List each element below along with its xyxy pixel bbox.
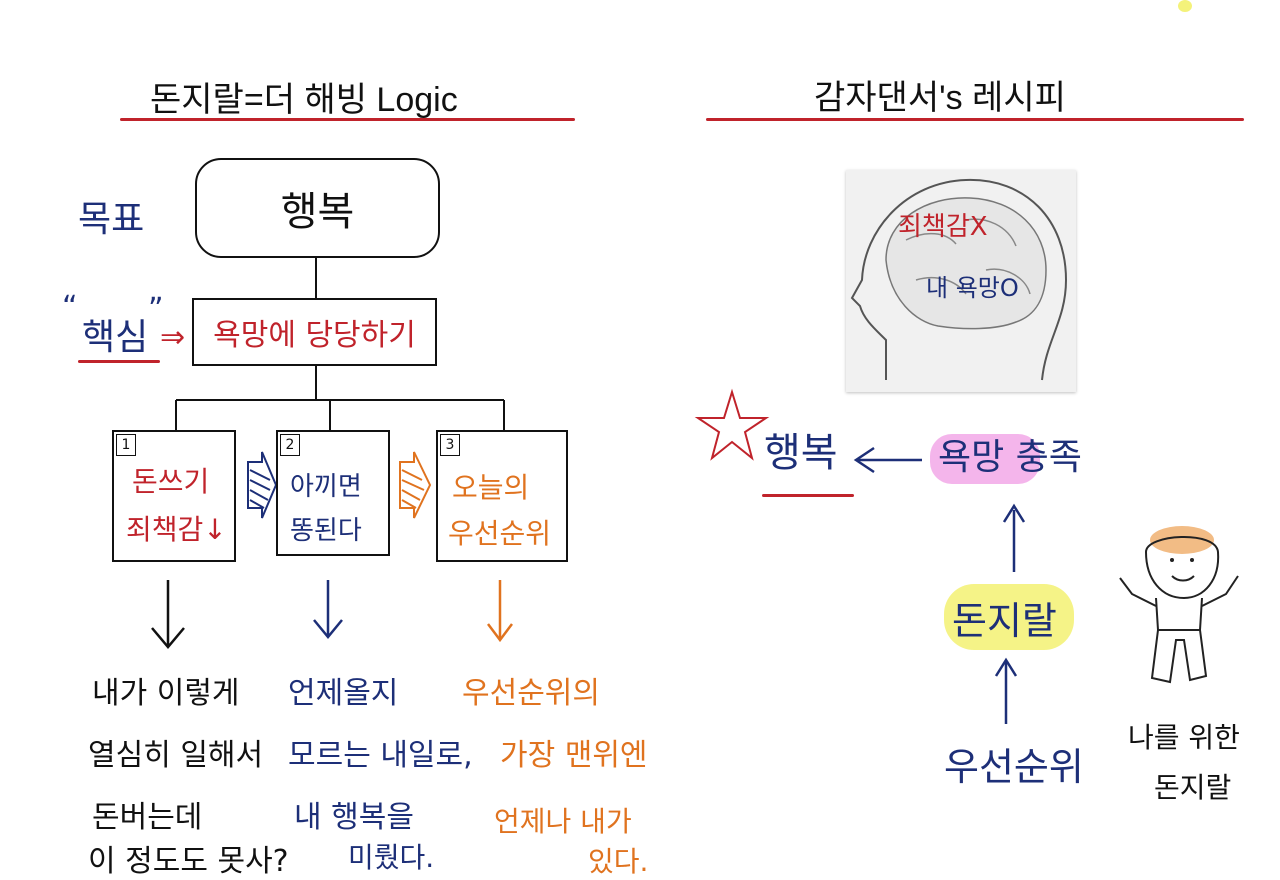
up-arrow-2 (996, 660, 1016, 724)
left-arrow (856, 448, 922, 472)
happy-underline (762, 494, 854, 497)
figure-caption-line1: 나를 위한 (1128, 716, 1240, 756)
priority-text: 우선순위 (944, 736, 1084, 791)
star-icon (698, 392, 766, 458)
yellow-dot (1178, 0, 1192, 12)
dancer-figure-icon (1120, 526, 1238, 682)
figure-caption-line2: 돈지랄 (1154, 766, 1231, 806)
donjiral-text: 돈지랄 (952, 590, 1057, 645)
up-arrow-1 (1004, 506, 1024, 572)
happy-text: 행복 (764, 420, 838, 478)
desire-text: 욕망 충족 (938, 428, 1082, 480)
